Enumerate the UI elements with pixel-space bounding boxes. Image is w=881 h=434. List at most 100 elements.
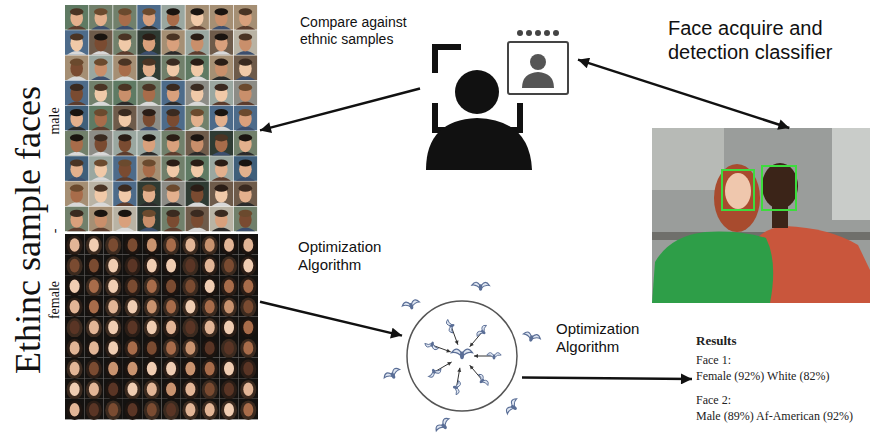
shirt (212, 202, 231, 206)
face (128, 403, 138, 417)
tile-ground (219, 296, 238, 317)
male-face-tile (113, 5, 136, 30)
male-face-tile (210, 106, 233, 131)
hair (86, 236, 102, 256)
bird-wings (445, 319, 455, 334)
face (70, 238, 80, 252)
face (89, 321, 99, 335)
tile-ground (239, 296, 258, 317)
shirt (115, 76, 134, 80)
bird-body (480, 329, 486, 335)
tile-ground (200, 255, 219, 276)
detection-box (722, 170, 754, 210)
tile-ground (142, 378, 161, 399)
male-face-tile (89, 131, 112, 156)
edge-label: Face acquire and detection classifier (668, 16, 876, 64)
tile-ground (234, 106, 257, 131)
face (89, 341, 99, 355)
tile-ground (181, 316, 200, 337)
hair (221, 277, 237, 297)
shirt (236, 127, 255, 131)
tile-ground (219, 255, 238, 276)
hair (239, 210, 253, 217)
male-face-tile (161, 5, 184, 30)
face (108, 341, 118, 355)
hair (118, 109, 132, 116)
female-face-tile (84, 378, 103, 399)
female-face-tile (162, 316, 181, 337)
tile-ground (84, 337, 103, 358)
male-face-tile (186, 55, 209, 80)
male-face-tile (210, 81, 233, 106)
tile-ground (137, 81, 160, 106)
female-face-tile (84, 275, 103, 296)
tile-ground (89, 181, 112, 206)
hair (239, 185, 253, 192)
hair (70, 84, 84, 91)
arrow-connector (260, 302, 402, 336)
hair (142, 159, 156, 166)
hair (166, 159, 180, 166)
hair (215, 8, 229, 15)
tile-ground (65, 55, 88, 80)
male-face-tile (210, 55, 233, 80)
tile-ground (210, 156, 233, 181)
hair (94, 109, 108, 116)
tile-ground (65, 131, 88, 156)
face (166, 259, 176, 273)
tile-ground (65, 399, 84, 420)
pull-arrowhead (457, 368, 461, 372)
shirt (188, 76, 207, 80)
hair (163, 380, 179, 400)
face (70, 279, 80, 293)
shirt (163, 101, 182, 105)
shirt (236, 227, 255, 231)
hair (125, 298, 141, 318)
tile-ground (239, 275, 258, 296)
female-face-tile (200, 275, 219, 296)
hair (240, 256, 256, 276)
result-line: Face 1: (696, 353, 855, 368)
face (205, 279, 215, 293)
tile-ground (186, 181, 209, 206)
tile-ground (89, 30, 112, 55)
male-face-tile (210, 131, 233, 156)
person-head (455, 70, 499, 114)
male-face-tile (65, 207, 88, 232)
tile-ground (186, 131, 209, 156)
hair (215, 185, 229, 192)
bird-body (431, 368, 436, 374)
tile-ground (219, 399, 238, 420)
tile-ground (137, 156, 160, 181)
hair (190, 210, 204, 217)
face (147, 403, 157, 417)
face (89, 362, 99, 376)
face (108, 238, 118, 252)
male-face-tile (89, 181, 112, 206)
hair (221, 380, 237, 400)
tile-ground (113, 55, 136, 80)
tile-ground (113, 131, 136, 156)
tile-ground (162, 234, 181, 255)
female-face-tile (142, 255, 161, 276)
hair (190, 134, 204, 141)
male-face-tile (137, 156, 160, 181)
tile-ground (123, 399, 142, 420)
tile-ground (161, 207, 184, 232)
shirt (139, 26, 158, 30)
tile-ground (65, 181, 88, 206)
hair (125, 256, 141, 276)
hair (70, 8, 84, 15)
female-face-tile (200, 255, 219, 276)
face (205, 341, 215, 355)
female-face-tile (104, 358, 123, 379)
tile-ground (239, 399, 258, 420)
hair (105, 277, 121, 297)
tile-ground (200, 378, 219, 399)
male-face-tile (65, 106, 88, 131)
hair (240, 277, 256, 297)
hair (221, 256, 237, 276)
female-face-tile (239, 234, 258, 255)
hair (163, 318, 179, 338)
shirt (67, 76, 86, 80)
